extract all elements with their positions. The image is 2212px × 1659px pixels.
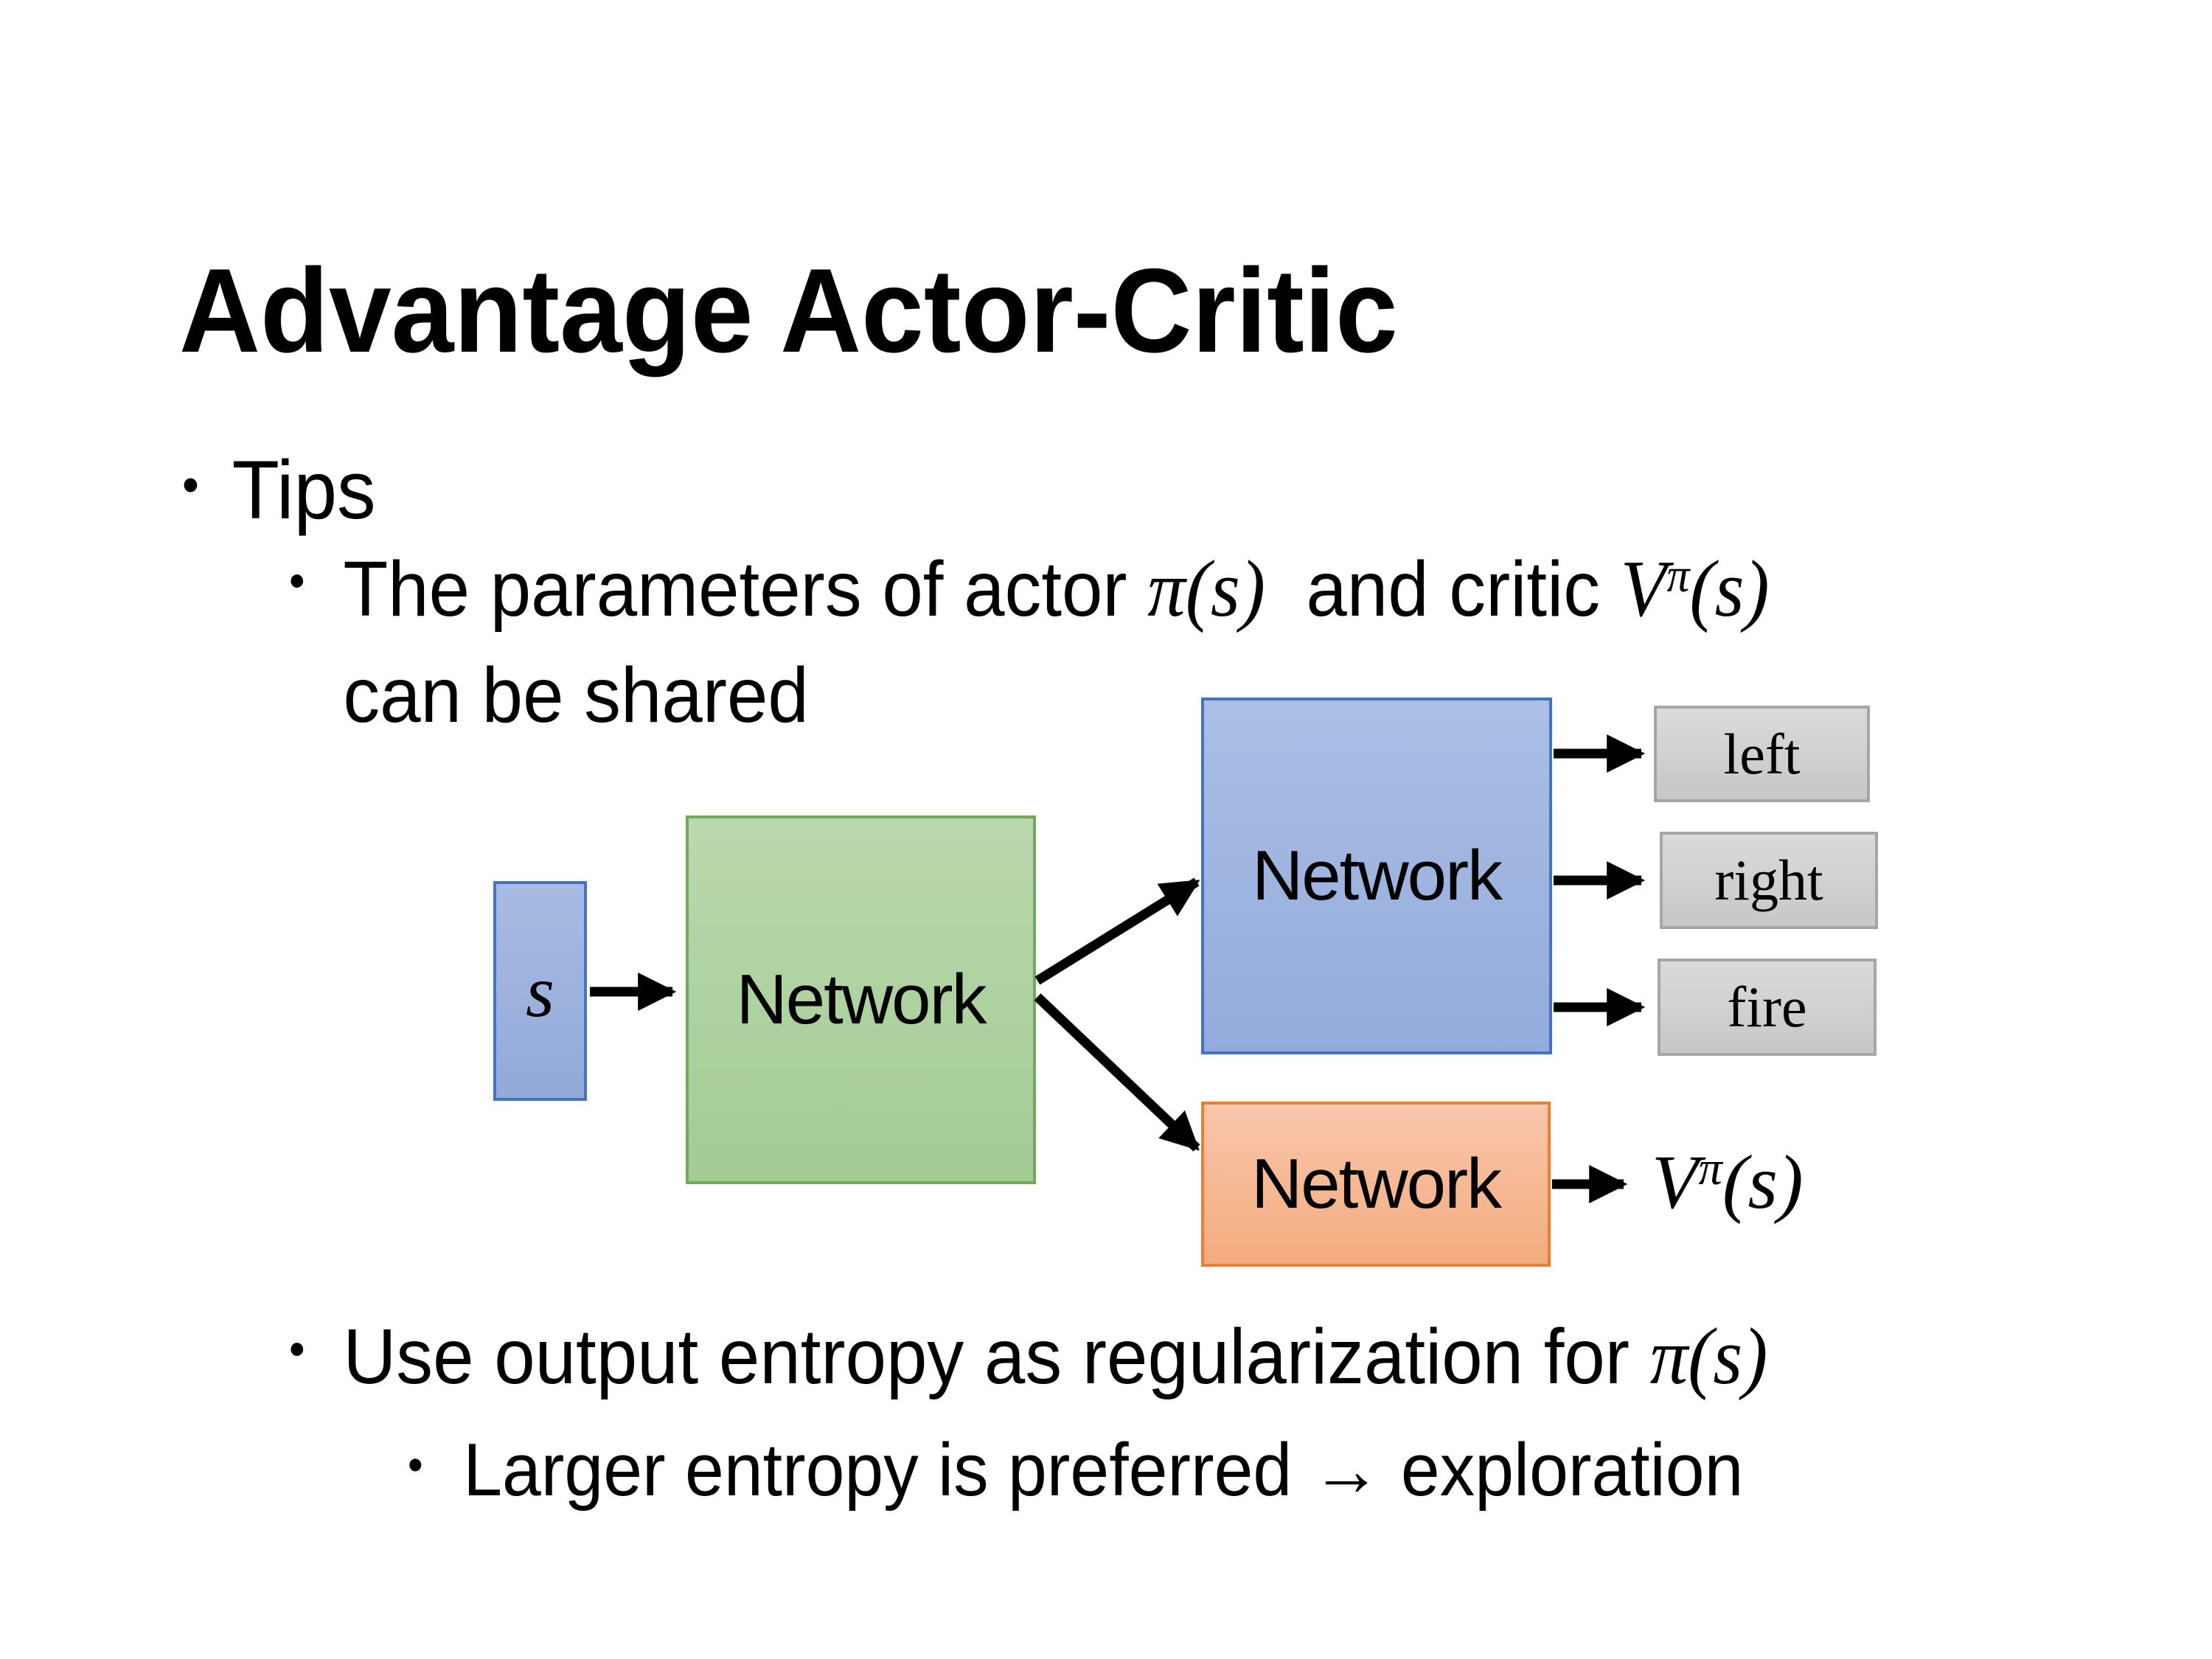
bullet-shared-params: • The parameters of actor π(s) and criti… (289, 535, 1987, 748)
action-label-left: left (1723, 721, 1801, 786)
critic-v-args: (s) (1689, 544, 1770, 633)
bullet-tips-label: Tips (232, 444, 376, 536)
action-box-left: left (1654, 706, 1870, 802)
shared-network-box: Network (686, 815, 1036, 1184)
action-box-right: right (1660, 832, 1878, 929)
arrow-shared-to-critic (1034, 993, 1200, 1152)
bullet-entropy: • Use output entropy as regularization f… (289, 1304, 1987, 1410)
shared-network-label: Network (736, 960, 987, 1039)
shared-line-2: can be shared (343, 652, 809, 740)
bullet-glyph: • (408, 1439, 423, 1491)
bullet-exploration-label: Larger entropy is preferred → exploratio… (463, 1429, 1744, 1512)
value-v: V (1652, 1140, 1699, 1225)
action-label-fire: fire (1727, 975, 1807, 1039)
critic-v-superscript: π (1666, 549, 1690, 603)
input-state-label: s (526, 950, 554, 1032)
action-label-right: right (1714, 848, 1823, 912)
critic-v-math: V (1620, 544, 1667, 633)
entropy-text-1: Use output entropy as regularization for (343, 1313, 1650, 1400)
bullet-shared-params-text: The parameters of actor π(s) and critic … (343, 535, 1987, 748)
value-v-args: (s) (1722, 1140, 1804, 1225)
actor-network-label: Network (1251, 836, 1503, 915)
action-box-fire: fire (1658, 959, 1877, 1056)
slide-title: Advantage Actor-Critic (179, 243, 1398, 378)
shared-text-1: The parameters of actor (343, 546, 1148, 633)
bullet-glyph: • (182, 456, 199, 513)
critic-network-label: Network (1251, 1144, 1502, 1223)
value-v-superscript: π (1698, 1141, 1722, 1194)
shared-text-2: and critic (1265, 546, 1621, 633)
entropy-pi-math: π(s) (1649, 1312, 1768, 1401)
actor-network-box: Network (1201, 698, 1552, 1054)
bullet-glyph: • (289, 1322, 305, 1376)
actor-pi-math: π(s) (1147, 544, 1266, 633)
arrow-shared-to-actor (1034, 877, 1200, 985)
value-output-label: Vπ(s) (1652, 1133, 1804, 1232)
bullet-tips: • Tips (182, 437, 737, 544)
input-state-box: s (493, 881, 587, 1101)
bullet-entropy-text: Use output entropy as regularization for… (343, 1304, 1987, 1410)
critic-network-box: Network (1201, 1102, 1551, 1267)
bullet-exploration: • Larger entropy is preferred → explorat… (408, 1422, 2002, 1520)
bullet-glyph: • (289, 554, 305, 608)
